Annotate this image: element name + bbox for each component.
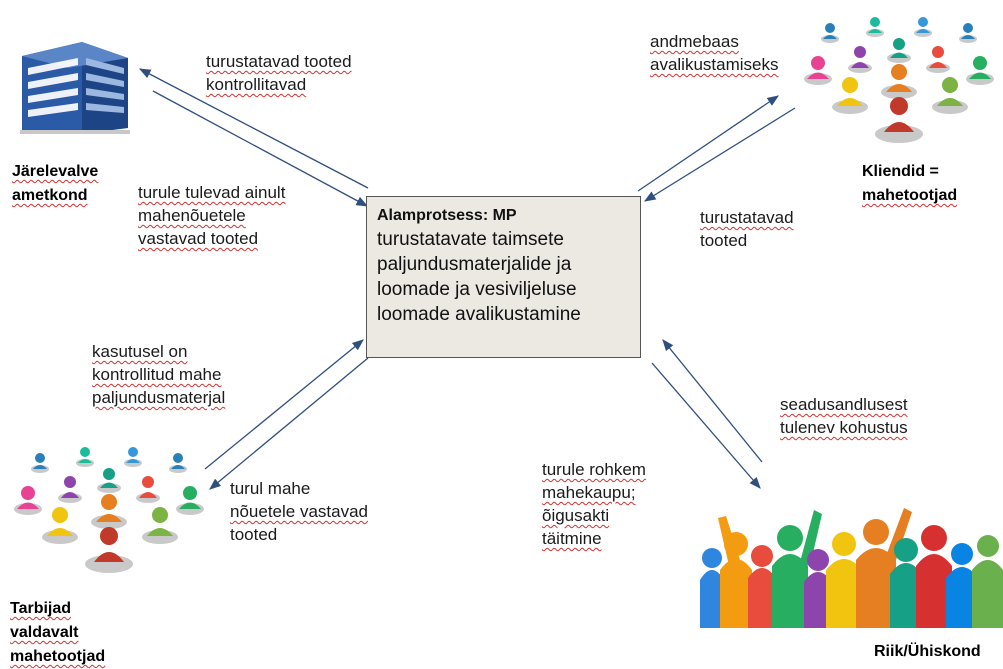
edge-label-line: õigusakti	[542, 506, 610, 525]
arrow-authority-to-center	[152, 90, 369, 207]
edge-label-line: kasutusel on	[92, 342, 188, 361]
state-label-line: Riik/Ühiskond	[874, 643, 981, 660]
consumers-label-line: Tarbijad	[10, 600, 72, 617]
clients-label-line: mahetootjad	[862, 187, 958, 204]
edge-label-line: turul mahe	[230, 479, 311, 498]
center-process-title: Alamprotsess: MP	[377, 207, 517, 224]
arrow-clients-to-center	[644, 107, 796, 202]
edge-label-clients-to-center: turustatavad tooted	[700, 206, 794, 252]
edge-label-line: avalikustamiseks	[650, 55, 779, 74]
edge-label-line: täitmine	[542, 529, 602, 548]
state-label: Riik/Ühiskond	[874, 640, 981, 664]
edge-label-line: paljundusmaterjal	[92, 388, 226, 407]
edge-label-center-to-consumers: turul mahe nõuetele vastavad tooted	[230, 477, 368, 546]
edge-label-line: mahenõuetele	[138, 206, 246, 225]
edge-label-line: tooted	[700, 231, 748, 250]
edge-label-line: tulenev kohustus	[780, 418, 908, 437]
edge-label-line: turule rohkem	[542, 460, 646, 479]
edge-label-authority-to-center: turule tulevad ainult mahenõuetele vasta…	[138, 181, 285, 250]
clients-label: Kliendid = mahetootjad	[862, 160, 957, 208]
arrow-center-to-authority	[138, 68, 369, 189]
edge-label-center-to-authority: turustatavad tooted kontrollitavad	[206, 50, 352, 96]
edge-label-line: kontrollitavad	[206, 75, 307, 94]
edge-label-line: mahekaupu;	[542, 483, 636, 502]
edge-label-line: andmebaas	[650, 32, 739, 51]
edge-label-line: nõuetele vastavad	[230, 502, 368, 521]
edge-label-line: vastavad tooted	[138, 229, 259, 248]
people-network-icon-clients	[804, 17, 994, 143]
arrow-consumers-to-center	[204, 339, 364, 470]
consumers-label-line: valdavalt	[10, 624, 79, 641]
authority-label: Järelevalve ametkond	[12, 160, 98, 208]
edge-label-center-to-clients: andmebaas avalikustamiseks	[650, 30, 779, 76]
edge-label-consumers-to-center: kasutusel on kontrollitud mahe paljundus…	[92, 340, 225, 409]
authority-label-line: ametkond	[12, 187, 88, 204]
edge-label-state-to-center: seadusandlusest tulenev kohustus	[780, 393, 908, 439]
crowd-icon	[700, 508, 1003, 628]
arrow-center-to-state	[651, 362, 761, 489]
people-network-icon-consumers	[14, 447, 204, 573]
edge-label-line: kontrollitud mahe	[92, 365, 222, 384]
edge-label-center-to-state: turule rohkem mahekaupu; õigusakti täitm…	[542, 458, 646, 550]
center-process-line: loomade avalikustamine	[377, 304, 581, 325]
clients-label-line: Kliendid =	[862, 163, 939, 180]
office-building-icon	[20, 42, 130, 134]
edge-label-line: turustatavad	[700, 208, 794, 227]
edge-label-line: seadusandlusest	[780, 395, 908, 414]
authority-label-line: Järelevalve	[12, 163, 99, 180]
consumers-label-line: mahetootjad	[10, 648, 106, 665]
center-process-line: turustatavate taimsete	[377, 229, 564, 250]
edge-label-line: tooted	[230, 525, 278, 544]
consumers-label: Tarbijad valdavalt mahetootjad	[10, 597, 105, 669]
arrow-center-to-consumers	[209, 357, 369, 490]
center-process-line: loomade ja vesiviljeluse	[377, 279, 577, 300]
arrow-center-to-clients	[637, 95, 779, 192]
arrow-state-to-center	[662, 339, 763, 463]
edge-label-line: turustatavad tooted	[206, 52, 352, 71]
center-process-description: turustatavate taimsete paljundusmaterjal…	[377, 227, 630, 327]
center-process-box: Alamprotsess: MP turustatavate taimsete …	[366, 196, 641, 358]
edge-label-line: turule tulevad ainult	[138, 183, 286, 202]
center-process-line: paljundusmaterjalide ja	[377, 254, 572, 275]
